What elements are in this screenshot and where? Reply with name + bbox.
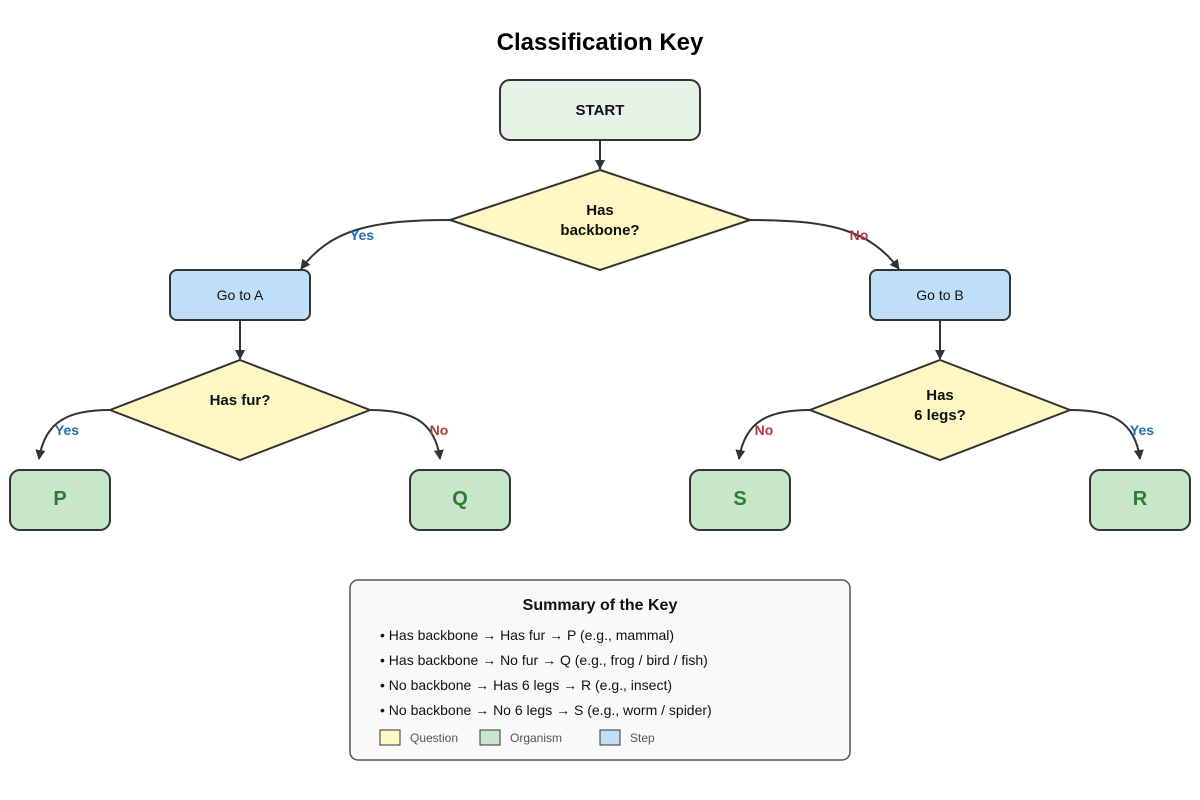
legend-step-label: Step: [630, 731, 655, 745]
label-legs-no: No: [755, 422, 774, 438]
question-legs: Has 6 legs?: [807, 358, 1073, 462]
label-backbone-yes: Yes: [350, 227, 374, 243]
organism-p-label: P: [53, 488, 66, 510]
legend-step-swatch: [599, 729, 621, 746]
summary-line-2: • Has backbone → No fur → Q (e.g., frog …: [380, 652, 708, 668]
edge-legs-yes: [1069, 409, 1144, 460]
legend-question-label: Question: [410, 731, 458, 745]
start-label: START: [576, 102, 625, 119]
question-backbone: Has backbone?: [446, 168, 754, 272]
organism-q-label: Q: [452, 488, 468, 510]
legend-organism-swatch: [479, 729, 501, 746]
legend: Question Organism Step: [379, 729, 655, 746]
step-go-to-b: Go to B: [869, 269, 1011, 321]
step-go-to-a: Go to A: [169, 269, 311, 321]
summary-title: Summary of the Key: [523, 597, 678, 614]
label-backbone-no: No: [850, 227, 869, 243]
question-backbone-line1: Has: [586, 202, 614, 219]
legend-question-swatch: [379, 729, 401, 746]
organism-r: R: [1089, 469, 1191, 531]
question-legs-line1: Has: [926, 387, 954, 404]
diagram-title: Classification Key: [497, 29, 704, 56]
question-fur-label: Has fur?: [210, 392, 271, 409]
legend-organism-label: Organism: [510, 731, 562, 745]
edge-fur-yes: [35, 409, 111, 460]
step-go-to-b-label: Go to B: [916, 287, 963, 303]
question-fur: Has fur?: [107, 358, 373, 462]
edge-fur-no: [369, 409, 444, 460]
label-fur-yes: Yes: [55, 422, 79, 438]
label-legs-yes: Yes: [1130, 422, 1154, 438]
organism-p: P: [9, 469, 111, 531]
edge-backbone-yes: [300, 219, 451, 270]
organism-q: Q: [409, 469, 511, 531]
edge-legs-no: [735, 409, 811, 460]
edge-backbone-no: [749, 219, 900, 270]
summary-line-3: • No backbone → Has 6 legs → R (e.g., in…: [380, 677, 672, 693]
organism-s: S: [689, 469, 791, 531]
summary-line-1: • Has backbone → Has fur → P (e.g., mamm…: [380, 627, 674, 643]
question-legs-line2: 6 legs?: [914, 407, 966, 424]
organism-r-label: R: [1133, 488, 1148, 510]
organism-s-label: S: [733, 488, 746, 510]
summary-line-4: • No backbone → No 6 legs → S (e.g., wor…: [380, 702, 712, 718]
label-fur-no: No: [430, 422, 449, 438]
step-go-to-a-label: Go to A: [217, 287, 264, 303]
question-backbone-line2: backbone?: [560, 222, 639, 239]
summary-box: Summary of the Key • Has backbone → Has …: [349, 579, 851, 761]
start-node: START: [499, 79, 701, 141]
